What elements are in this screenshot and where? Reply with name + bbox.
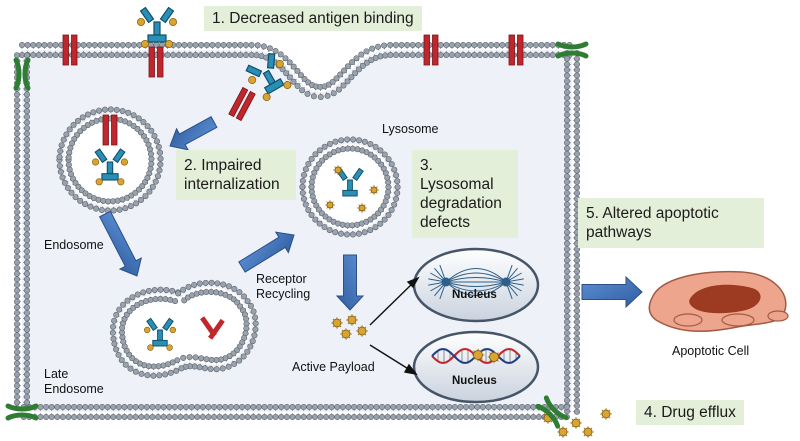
receptor-recycling-label: Receptor Recycling [256, 272, 310, 302]
active-payload-label: Active Payload [292, 360, 375, 374]
payload-molecules [325, 165, 612, 438]
endosome-vesicle [56, 106, 164, 214]
antibody-drug-conjugates [91, 6, 364, 351]
step-3-line-3: defects [420, 214, 470, 231]
nucleus-top [412, 247, 540, 323]
late-endosome-label-line-1: Late [44, 367, 69, 381]
step-3-line-2: degradation [420, 195, 502, 212]
step-2-box: 2. Impaired internalization [176, 150, 296, 200]
pathway-arrows [98, 116, 643, 311]
step-3-box: 3. Lysosomal degradation defects [412, 150, 518, 238]
antigen-receptors [62, 34, 524, 340]
step-1-box: 1. Decreased antigen binding [204, 6, 422, 31]
lysosome-label: Lysosome [382, 122, 439, 136]
step-1-text: 1. Decreased antigen binding [212, 10, 414, 27]
late-endosome-label: Late Endosome [44, 367, 104, 397]
step-4-text: 4. Drug efflux [644, 404, 736, 421]
step-2-line-2: internalization [184, 176, 280, 193]
apoptotic-cell-label: Apoptotic Cell [672, 344, 750, 358]
late-endosome-label-line-2: Endosome [44, 382, 104, 396]
step-5-line-1: 5. Altered apoptotic [586, 205, 719, 222]
step-3-line-1: 3. Lysosomal [420, 157, 494, 193]
step-5-line-2: pathways [586, 224, 652, 241]
efflux-pumps [5, 41, 589, 429]
step-2-line-1: 2. Impaired [184, 157, 262, 174]
cell-membrane [14, 41, 580, 421]
endosome-label: Endosome [44, 238, 104, 252]
nucleus-bottom [412, 330, 540, 404]
mitotic-spindle [428, 264, 524, 300]
receptor-recycling-label-line-1: Receptor [256, 272, 307, 286]
nucleus-bottom-label: Nucleus [452, 375, 497, 387]
apoptotic-cell-shape [648, 270, 789, 333]
receptor-recycling-label-line-2: Recycling [256, 287, 311, 301]
nucleus-top-label: Nucleus [452, 289, 497, 301]
payload-to-nucleus-arrows [369, 276, 420, 376]
step-5-box: 5. Altered apoptotic pathways [578, 198, 764, 248]
step-4-box: 4. Drug efflux [636, 400, 744, 425]
